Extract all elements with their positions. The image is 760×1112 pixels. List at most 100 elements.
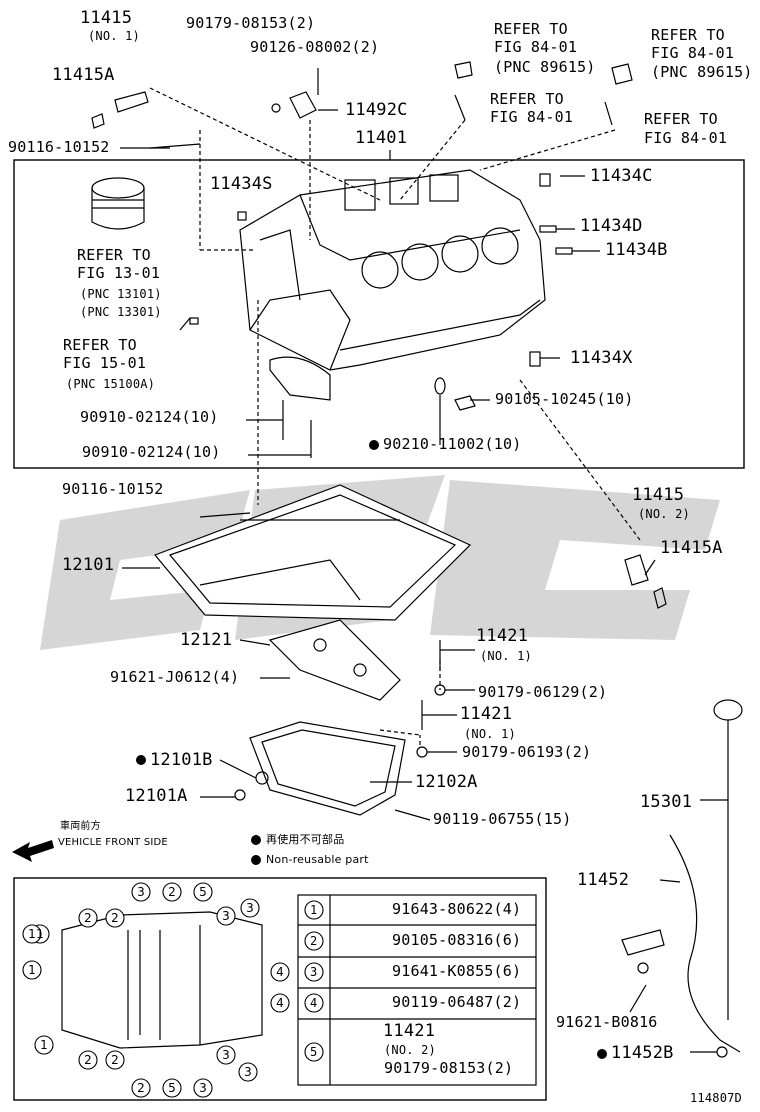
- label-91621-J0612: 91621-J0612(4): [110, 668, 240, 686]
- ref15-line2: FIG 15-01: [63, 354, 147, 372]
- callout-number: 2: [137, 1081, 145, 1095]
- block-group-frame: [13, 159, 745, 469]
- label-90105-10245: 90105-10245(10): [495, 390, 634, 408]
- callout-number: 5: [199, 885, 207, 899]
- ref13-line3: (PNC 13101): [80, 287, 162, 301]
- label-11492C: 11492C: [345, 100, 408, 120]
- front-side-en: VEHICLE FRONT SIDE: [58, 837, 168, 848]
- label-11421-a-no: (NO. 1): [480, 649, 532, 663]
- ref84-4-line1: REFER TO: [644, 110, 718, 128]
- label-15301: 15301: [640, 792, 693, 812]
- oil-pan-upper-drawing: [153, 484, 472, 621]
- table-row-5-part2: 90179-08153(2): [384, 1059, 514, 1077]
- label-90179-06193: 90179-06193(2): [462, 743, 592, 761]
- ref13-line2: FIG 13-01: [77, 264, 161, 282]
- label-11434X: 11434X: [570, 348, 633, 368]
- label-11415-mid: 11415: [632, 485, 685, 505]
- label-11421-b: 11421: [460, 704, 513, 724]
- table-row-1-no: 1: [310, 903, 318, 917]
- callout-number: 2: [168, 885, 176, 899]
- label-11452: 11452: [577, 870, 630, 890]
- nonreusable-dot-icon: [369, 440, 379, 450]
- callout-number: 4: [276, 965, 284, 979]
- callout-number: 1: [28, 927, 36, 941]
- ref84-3-line2: FIG 84-01: [490, 108, 574, 126]
- callout-number: 2: [111, 911, 119, 925]
- label-11415-top: 11415: [80, 8, 133, 28]
- ref84-3-line1: REFER TO: [490, 90, 564, 108]
- table-row-4-no: 4: [310, 996, 318, 1010]
- table-row-4-part: 90119-06487(2): [392, 993, 522, 1011]
- label-11421-b-no: (NO. 1): [464, 727, 516, 741]
- ref13-line1: REFER TO: [77, 246, 151, 264]
- nonreusable-dot-icon: [251, 855, 261, 865]
- label-11401: 11401: [355, 128, 408, 148]
- label-11434B: 11434B: [605, 240, 668, 260]
- ref84-1-line1: REFER TO: [494, 20, 568, 38]
- ref84-2-line3: (PNC 89615): [651, 63, 753, 81]
- bolt-layout-frame: [13, 877, 547, 1101]
- callout-circles: [22, 882, 290, 1098]
- callout-number: 5: [168, 1081, 176, 1095]
- table-row-2-no: 2: [310, 934, 318, 948]
- label-11434S: 11434S: [210, 174, 273, 194]
- label-11415-top-no: (NO. 1): [88, 29, 140, 43]
- label-11434D: 11434D: [580, 216, 643, 236]
- legend-jp: 再使用不可部品: [266, 833, 345, 846]
- label-11434C: 11434C: [590, 166, 653, 186]
- piston-drawing: [91, 177, 145, 230]
- ref15-line1: REFER TO: [63, 336, 137, 354]
- callout-number: 3: [244, 1065, 252, 1079]
- ref84-1-line2: FIG 84-01: [494, 38, 578, 56]
- ref84-2-line2: FIG 84-01: [651, 44, 735, 62]
- cylinder-block-drawing: [239, 169, 546, 371]
- callout-number: 3: [199, 1081, 207, 1095]
- callout-number: 1: [40, 1038, 48, 1052]
- label-12101: 12101: [62, 555, 115, 575]
- table-row-3-part: 91641-K0855(6): [392, 962, 522, 980]
- front-side-jp: 車両前方: [60, 821, 101, 832]
- table-row-5-no: 5: [310, 1045, 318, 1059]
- label-90116-10152-top: 90116-10152: [8, 138, 110, 156]
- label-11415A-mid: 11415A: [660, 538, 723, 558]
- callout-number: 1: [36, 927, 44, 941]
- label-90126-08002: 90126-08002(2): [250, 38, 380, 56]
- legend-en: Non-reusable part: [266, 853, 369, 866]
- label-90116-10152-mid: 90116-10152: [62, 480, 164, 498]
- label-11452B: 11452B: [611, 1043, 674, 1063]
- table-row-1-part: 91643-80622(4): [392, 900, 522, 918]
- ref15-line3: (PNC 15100A): [66, 377, 156, 391]
- label-12121: 12121: [180, 630, 233, 650]
- callout-number: 3: [222, 909, 230, 923]
- label-90179-06129: 90179-06129(2): [478, 683, 608, 701]
- label-12101B: 12101B: [150, 750, 213, 770]
- label-91621-B0816: 91621-B0816: [556, 1013, 658, 1031]
- ref84-2-line1: REFER TO: [651, 26, 725, 44]
- callout-number: 2: [111, 1053, 119, 1067]
- callout-number: 4: [276, 996, 284, 1010]
- callout-number: 2: [84, 1053, 92, 1067]
- ref84-4-line2: FIG 84-01: [644, 129, 728, 147]
- nonreusable-dot-icon: [251, 835, 261, 845]
- callout-number: 3: [137, 885, 145, 899]
- label-12101A: 12101A: [125, 786, 188, 806]
- figure-code: 114807D: [690, 1091, 742, 1105]
- label-90119-06755: 90119-06755(15): [433, 810, 572, 828]
- label-90179-08153: 90179-08153(2): [186, 14, 316, 32]
- label-11415-mid-no: (NO. 2): [638, 507, 690, 521]
- ref13-line4: (PNC 13301): [80, 305, 162, 319]
- ref84-1-line3: (PNC 89615): [494, 58, 596, 76]
- table-row-2-part: 90105-08316(6): [392, 931, 522, 949]
- label-12102A: 12102A: [415, 772, 478, 792]
- nonreusable-dot-icon: [136, 755, 146, 765]
- label-90910-b: 90910-02124(10): [82, 443, 221, 461]
- label-11415A-top: 11415A: [52, 65, 115, 85]
- callout-number: 1: [28, 963, 36, 977]
- callout-number: 3: [246, 901, 254, 915]
- front-arrow-icon: [12, 840, 54, 862]
- label-90210-11002: 90210-11002(10): [383, 435, 522, 453]
- callout-number: 3: [222, 1048, 230, 1062]
- nonreusable-dot-icon: [597, 1049, 607, 1059]
- baffle-plate-drawing: [268, 619, 401, 701]
- label-90910-a: 90910-02124(10): [80, 408, 219, 426]
